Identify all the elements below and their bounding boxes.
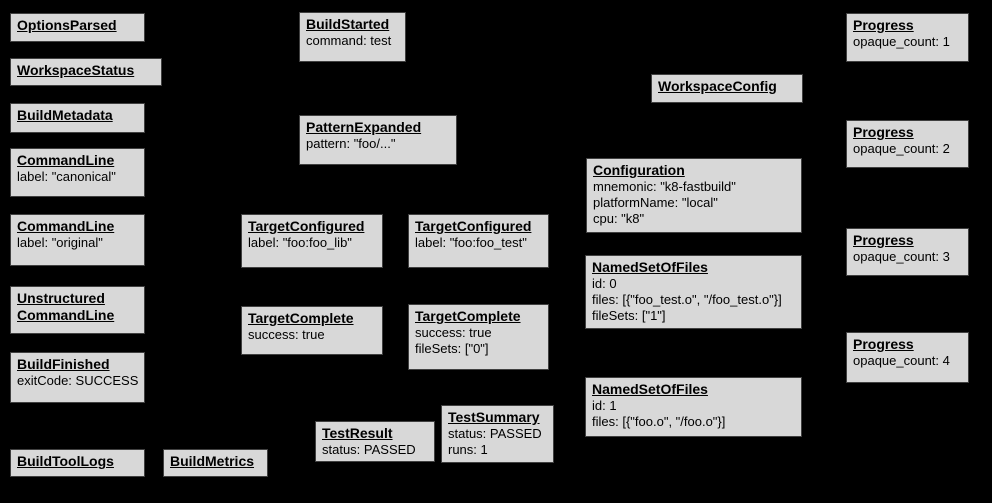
event-node-workspace-status: WorkspaceStatus [10,58,162,86]
event-field: cpu: "k8" [593,211,645,226]
event-title: TestSummary [448,409,540,425]
event-field: id: 0 [592,276,617,291]
event-field: platformName: "local" [593,195,718,210]
event-title: BuildFinished [17,356,110,372]
event-title: TargetConfigured [248,218,365,234]
event-field: opaque_count: 3 [853,249,950,264]
event-title: Progress [853,336,914,352]
event-title: Progress [853,17,914,33]
event-title: NamedSetOfFiles [592,259,708,275]
event-node-build-metadata: BuildMetadata [10,103,145,133]
event-field: id: 1 [592,398,617,413]
event-field: label: "original" [17,235,103,250]
event-title: Progress [853,232,914,248]
event-node-build-tool-logs: BuildToolLogs [10,449,145,477]
event-title: BuildStarted [306,16,390,32]
event-field: label: "canonical" [17,169,116,184]
event-title: TestResult [322,425,393,441]
event-field: label: "foo:foo_test" [415,235,527,250]
event-node-options-parsed: OptionsParsed [10,13,145,42]
event-title: PatternExpanded [306,119,422,135]
event-title: CommandLine [17,152,115,168]
event-title: BuildMetrics [170,453,255,469]
event-field: runs: 1 [448,442,488,457]
event-field: files: [{"foo_test.o", "/foo_test.o"}] [592,292,782,307]
event-title: TargetComplete [248,310,354,326]
event-title: Configuration [593,162,685,178]
event-node-workspace-config: WorkspaceConfig [651,74,803,103]
event-title: TargetComplete [415,308,521,324]
event-title: BuildMetadata [17,107,113,123]
event-field: fileSets: ["1"] [592,308,666,323]
event-title: BuildToolLogs [17,453,114,469]
event-field: command: test [306,33,392,48]
event-field: label: "foo:foo_lib" [248,235,352,250]
event-field: pattern: "foo/..." [306,136,396,151]
event-title: CommandLine [17,307,115,323]
event-title: WorkspaceConfig [658,78,777,94]
event-field: success: true [415,325,492,340]
event-title: WorkspaceStatus [17,62,135,78]
event-title: Progress [853,124,914,140]
event-field: opaque_count: 2 [853,141,950,156]
event-field: status: PASSED [322,442,416,457]
event-field: exitCode: SUCCESS [17,373,139,388]
event-field: opaque_count: 1 [853,34,950,49]
event-title: OptionsParsed [17,17,117,33]
event-field: status: PASSED [448,426,542,441]
event-title: TargetConfigured [415,218,532,234]
event-field: mnemonic: "k8-fastbuild" [593,179,736,194]
event-title: NamedSetOfFiles [592,381,708,397]
event-field: files: [{"foo.o", "/foo.o"}] [592,414,726,429]
event-field: fileSets: ["0"] [415,341,489,356]
event-title: Unstructured [17,290,105,306]
event-field: success: true [248,327,325,342]
event-field: opaque_count: 4 [853,353,950,368]
event-node-build-metrics: BuildMetrics [163,449,268,477]
event-title: CommandLine [17,218,115,234]
